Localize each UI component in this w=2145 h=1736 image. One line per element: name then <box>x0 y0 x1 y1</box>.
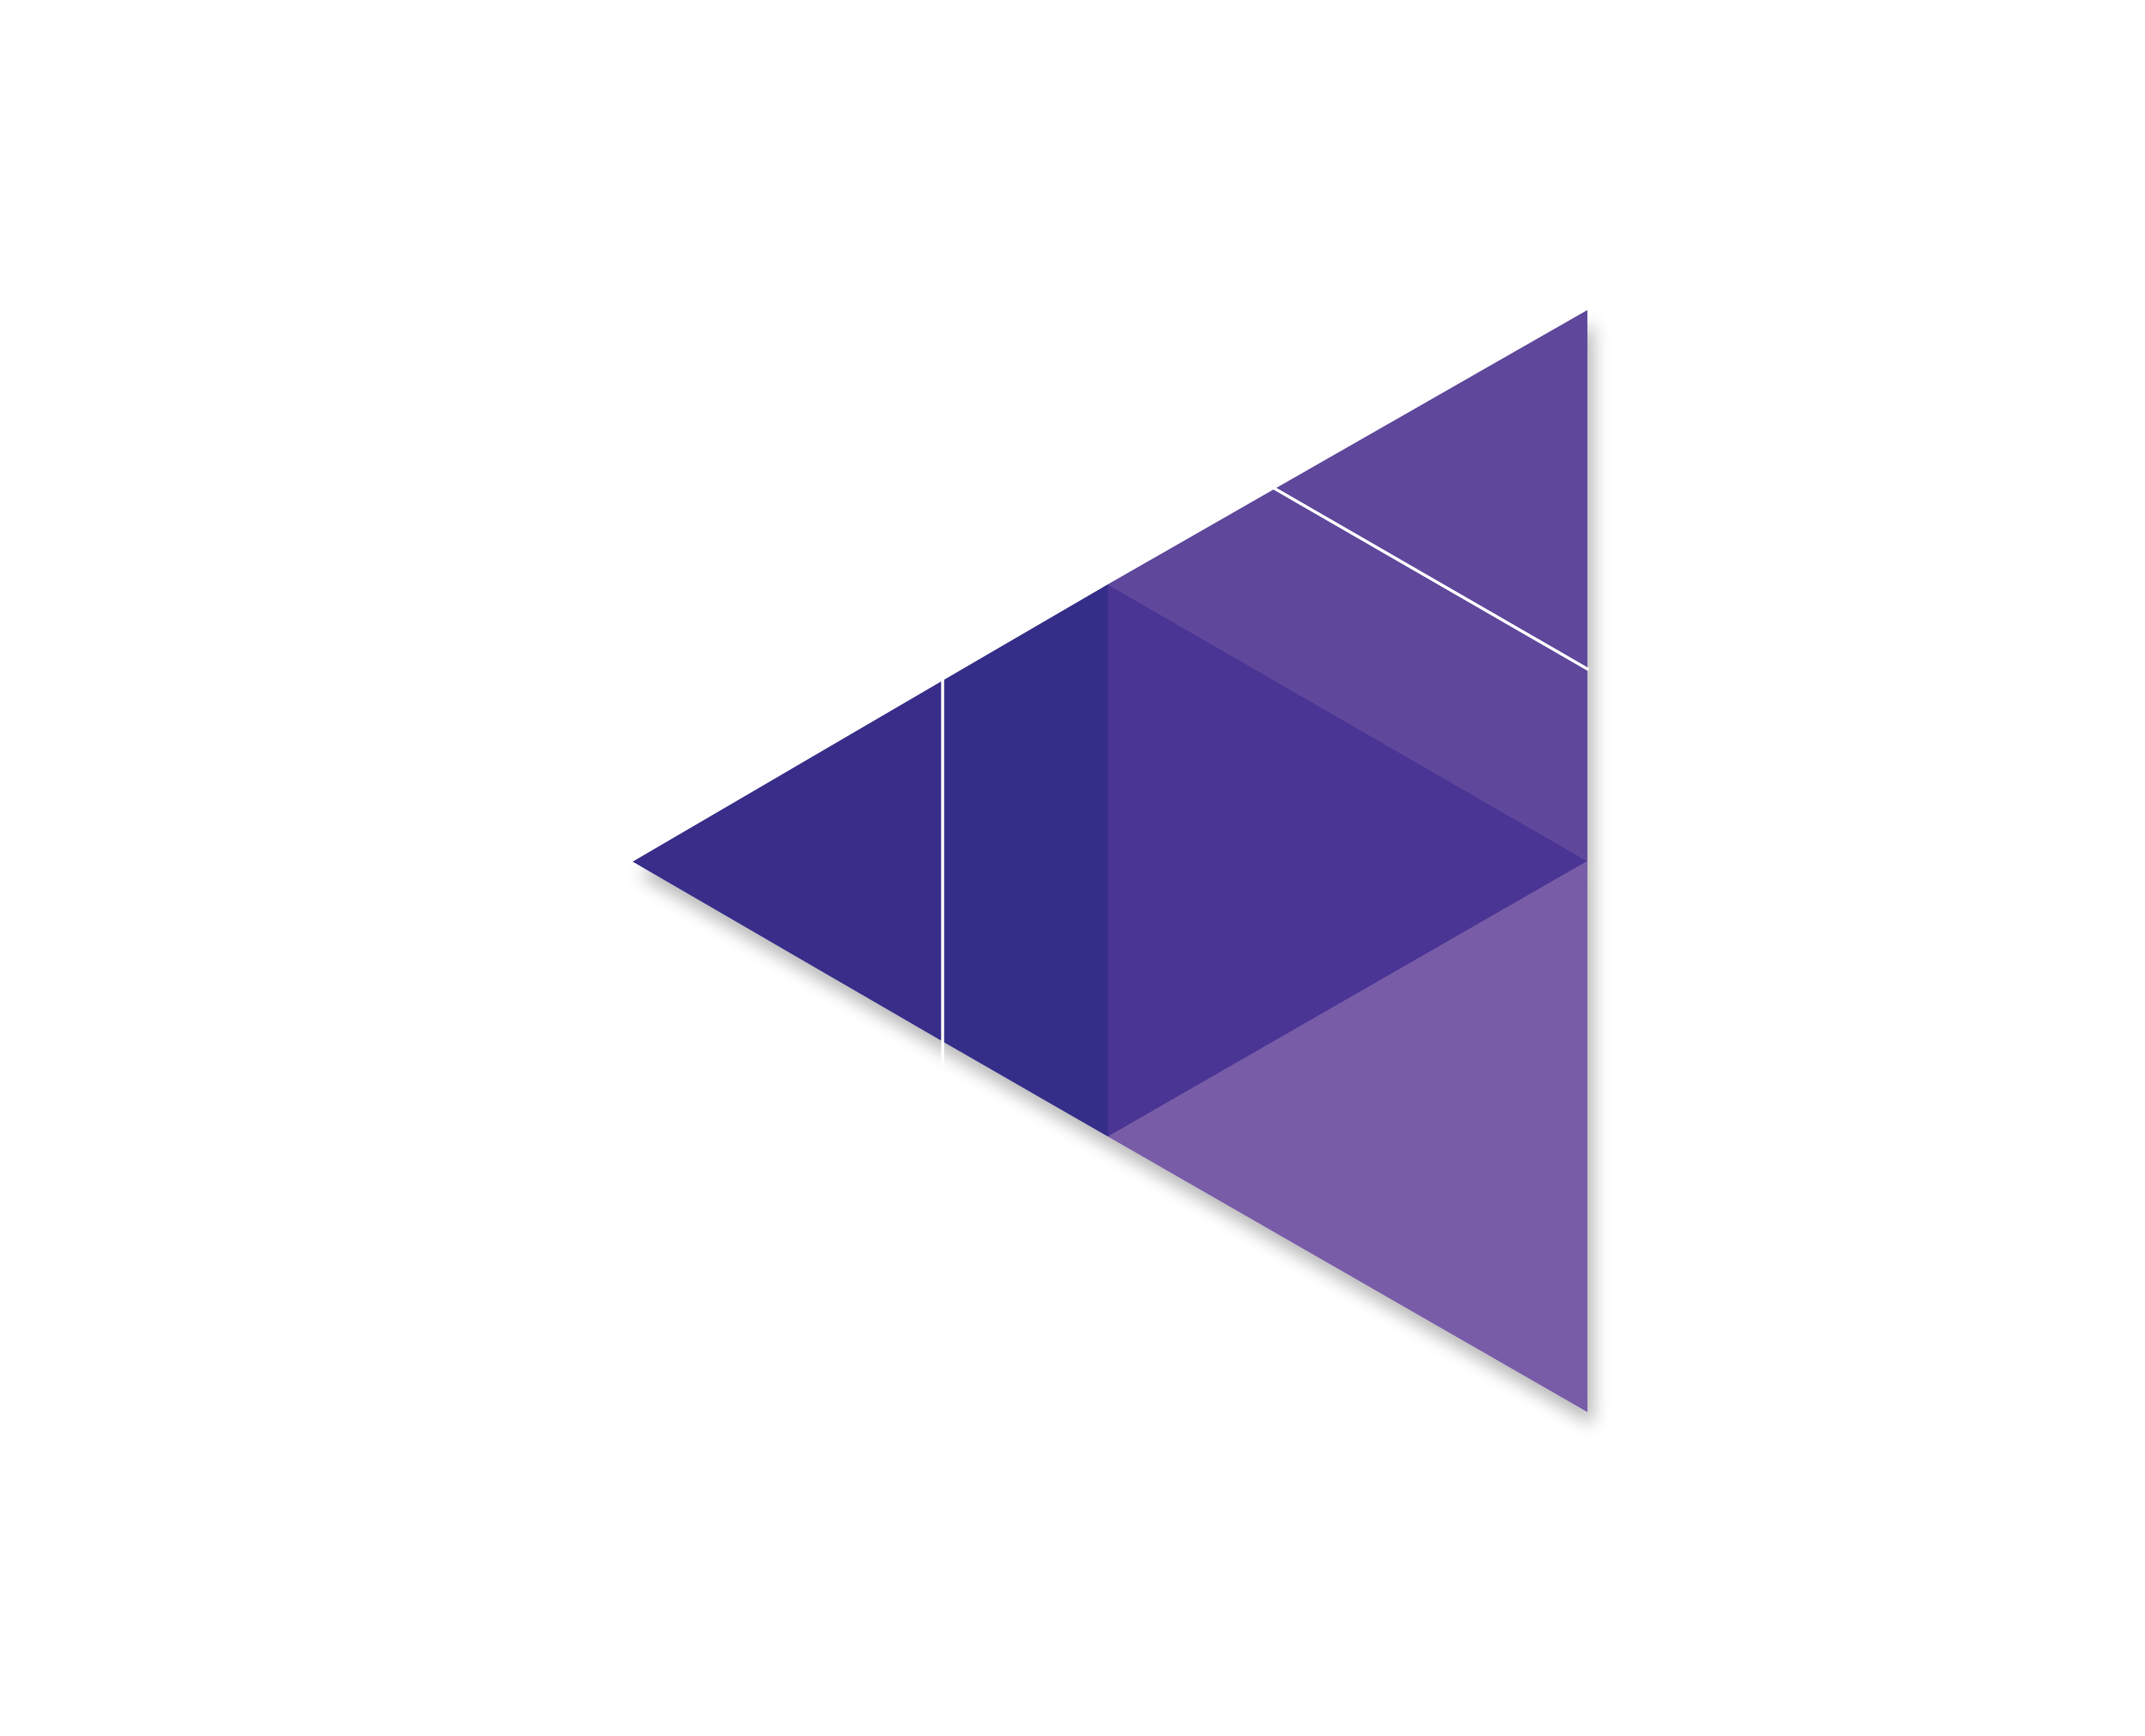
center-triangle-piece <box>1108 584 1587 1137</box>
left-wedge-piece <box>633 681 943 1041</box>
upper-band-piece <box>1108 489 1587 861</box>
diagonal-separator <box>1273 486 1590 672</box>
bottom-triangle-piece <box>1108 861 1587 1412</box>
left-band-piece <box>943 584 1108 1137</box>
top-corner-piece <box>1275 310 1587 668</box>
logo-mark-icon <box>633 310 1587 1412</box>
